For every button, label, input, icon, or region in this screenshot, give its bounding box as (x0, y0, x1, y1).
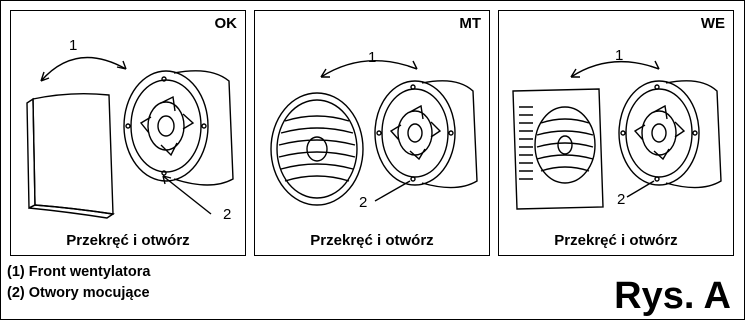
arrow-label: 1 (368, 49, 377, 66)
figure-label: Rys. A (614, 275, 731, 317)
panel-code: WE (700, 15, 725, 32)
square-grille-front-icon (512, 88, 604, 210)
fan-assembly-drawing (26, 56, 234, 219)
round-grille-front-icon (270, 92, 364, 206)
rotation-arrow (40, 56, 127, 82)
square-front-panel-icon (26, 92, 115, 219)
fan-body-icon (618, 80, 722, 189)
panel-caption: Przekręć i otwórz (66, 232, 190, 249)
hole-label: 2 (617, 191, 626, 208)
rotation-arrow (320, 60, 418, 78)
fan-body-icon (123, 70, 234, 186)
panel-code: OK (214, 15, 238, 32)
panel-code: MT (459, 15, 481, 32)
hole-leader-line (162, 175, 212, 215)
panel-ok: OK 1 2 Przekręć i otwórz (10, 10, 246, 256)
fan-assembly-drawing (512, 60, 722, 210)
arrow-label: 1 (615, 47, 624, 64)
fan-assembly-drawing (270, 60, 478, 206)
panel-we: WE 1 2 Przekręć i otwórz (498, 10, 734, 256)
hole-leader-line (626, 180, 655, 198)
panel-caption: Przekręć i otwórz (554, 232, 678, 249)
legend-item-front: (1) Front wentylatora (7, 264, 151, 280)
hole-label: 2 (223, 206, 232, 223)
arrow-label: 1 (69, 37, 78, 54)
legend-item-holes: (2) Otwory mocujące (7, 285, 150, 301)
legend: (1) Front wentylatora (2) Otwory mocując… (7, 262, 150, 304)
panel-mt: MT 1 2 Przekręć i otwórz (254, 10, 490, 256)
hole-leader-line (374, 180, 411, 202)
rotation-arrow (570, 60, 660, 78)
fan-body-icon (374, 80, 478, 189)
panel-caption: Przekręć i otwórz (310, 232, 434, 249)
hole-label: 2 (359, 194, 368, 211)
